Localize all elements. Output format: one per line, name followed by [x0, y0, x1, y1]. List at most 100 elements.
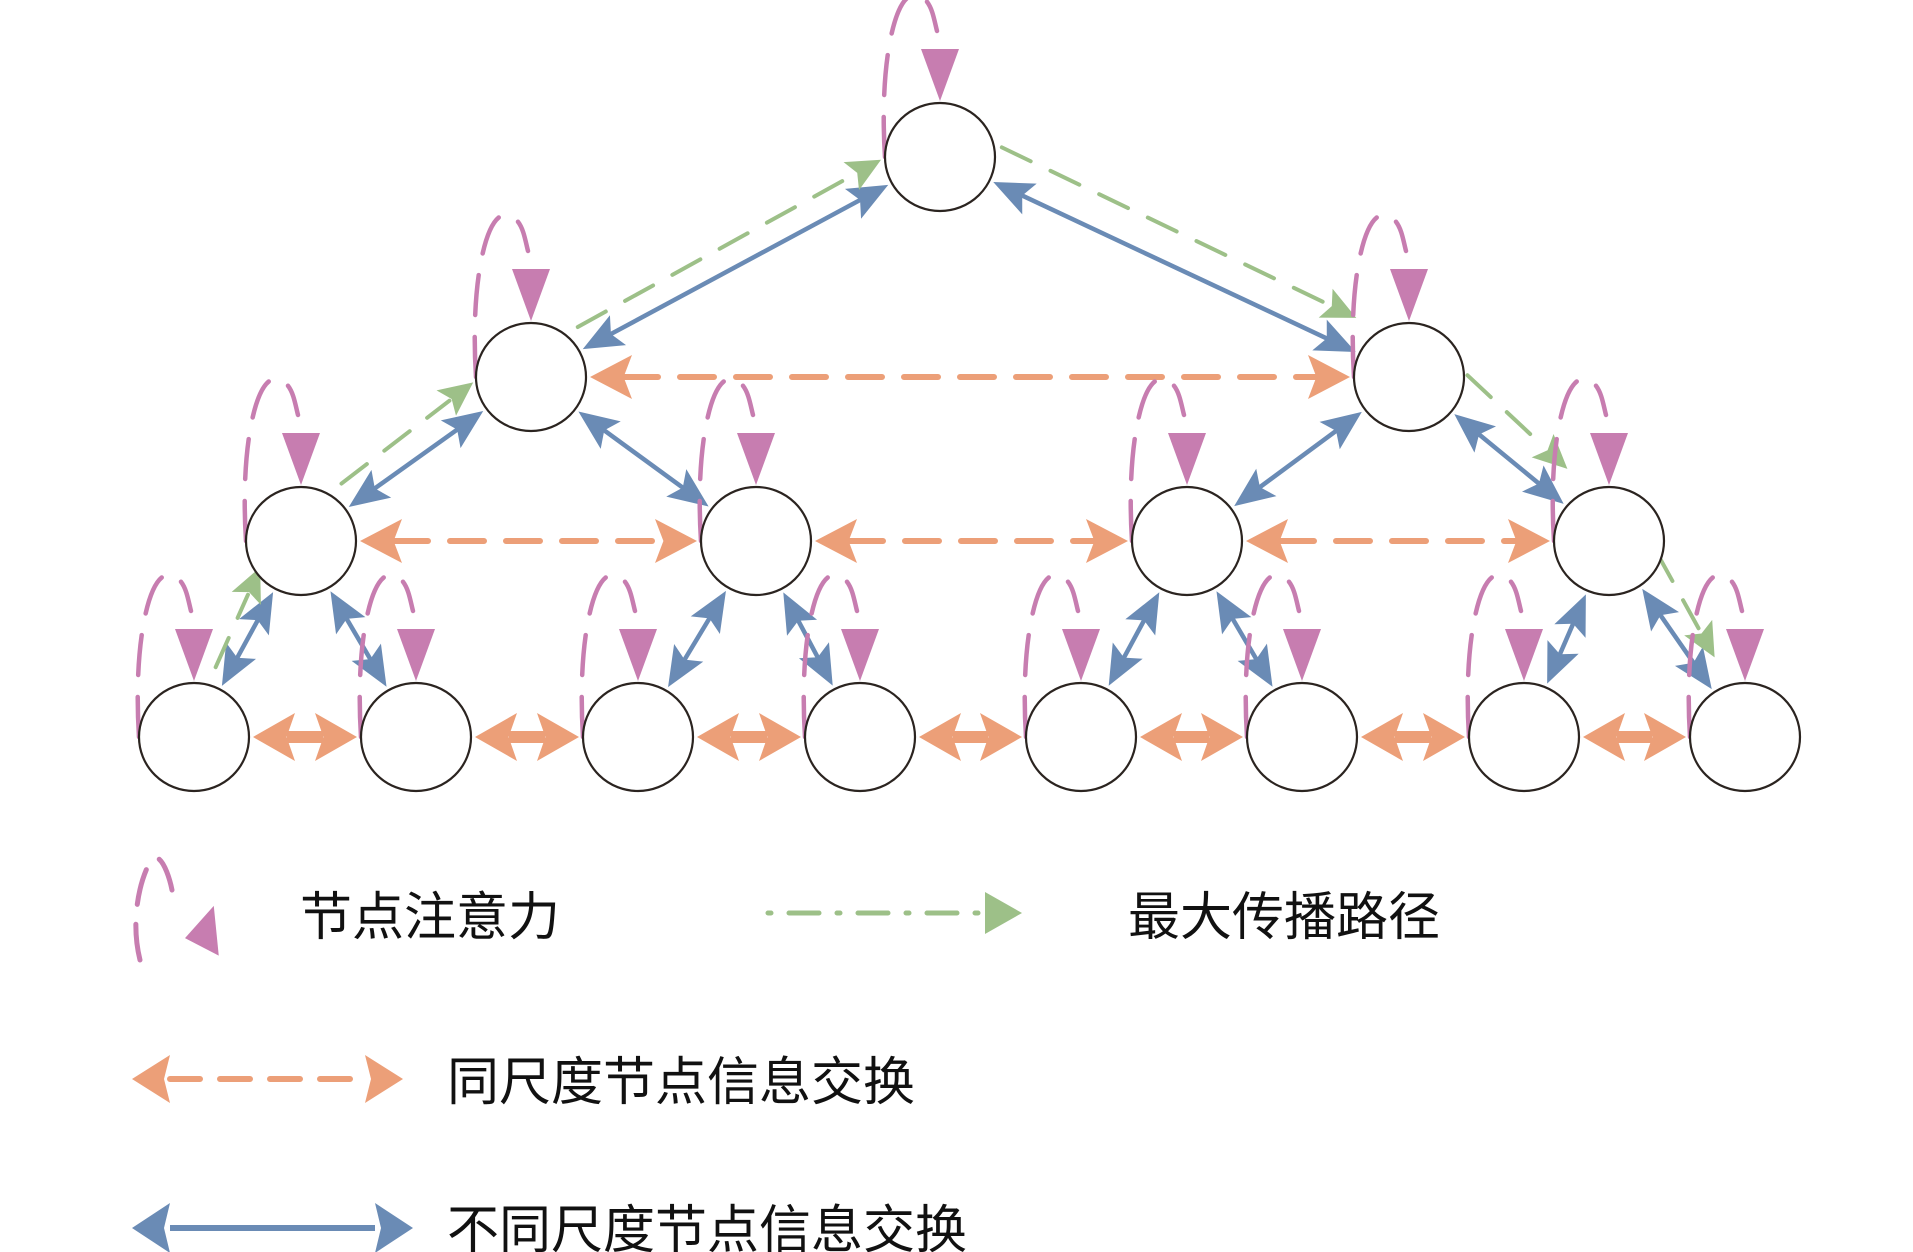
node-l3-6 — [1467, 681, 1581, 793]
attention-loop — [1350, 212, 1428, 380]
arrowhead — [1531, 433, 1568, 469]
arrowhead — [919, 713, 961, 761]
arrowhead — [1644, 713, 1686, 761]
arrowhead — [1361, 713, 1403, 761]
cross-scale-edge — [221, 592, 274, 686]
cross-scale-line — [1019, 192, 1330, 342]
cross-scale-edge — [1216, 591, 1273, 687]
attention-loop — [579, 572, 657, 740]
dashed-double-arrow-orange-icon — [132, 1055, 403, 1103]
cross-scale-edge — [1108, 592, 1160, 686]
max-path-edge — [1465, 373, 1568, 469]
cross-scale-edges — [221, 181, 1712, 690]
node-l1-1 — [1352, 321, 1466, 433]
attention-loop — [1128, 376, 1206, 544]
attention-loop — [1022, 572, 1100, 740]
arrowhead — [1454, 414, 1497, 453]
arrowhead — [1318, 288, 1357, 318]
same-scale-edge — [815, 519, 1128, 563]
attention-loop-curve — [579, 572, 638, 740]
same-scale-edge — [697, 713, 801, 761]
attention-loop-curve — [697, 376, 756, 544]
arrowhead — [582, 315, 627, 350]
attention-loop-curve — [1128, 376, 1187, 544]
arrowhead — [221, 642, 256, 686]
node-l3-2 — [581, 681, 695, 793]
attention-loop-curve — [357, 572, 416, 740]
attention-loop — [1243, 572, 1321, 740]
node-l2-3 — [1552, 485, 1666, 597]
max-path-line — [1465, 373, 1548, 451]
node-l3-5 — [1245, 681, 1359, 793]
arrowhead — [759, 713, 801, 761]
attention-loop-curve — [1243, 572, 1302, 740]
double-arrow-blue-icon — [132, 1203, 413, 1252]
cross-scale-line — [608, 197, 863, 337]
arrowhead — [253, 713, 295, 761]
attention-arrowhead — [737, 433, 775, 485]
arrowhead — [440, 411, 484, 449]
attention-arrowhead — [1726, 629, 1764, 681]
cross-scale-edge — [1454, 414, 1564, 504]
cross-scale-edge — [668, 590, 726, 688]
arrowhead — [231, 567, 261, 605]
same-scale-edge — [253, 713, 357, 761]
cross-scale-edge — [1234, 411, 1362, 507]
arrowhead — [1086, 519, 1128, 563]
attention-arrowhead — [1505, 629, 1543, 681]
arrowhead — [1308, 355, 1350, 399]
attention-arrowhead — [1390, 269, 1428, 321]
max-path-line — [1654, 550, 1703, 634]
cross-scale-line — [1476, 431, 1542, 487]
max-path-line — [339, 398, 452, 486]
node-l3-4 — [1024, 681, 1138, 793]
cross-scale-line — [1229, 615, 1260, 663]
arrowhead — [1423, 713, 1465, 761]
node-l2-1 — [699, 485, 813, 597]
attention-loop-curve — [1350, 212, 1409, 380]
cross-scale-line — [601, 427, 686, 491]
arrowhead — [1674, 646, 1712, 690]
arrowhead — [348, 469, 392, 507]
legend-label-cross-scale: 不同尺度节点信息交换 — [447, 1201, 967, 1252]
max-path-line — [213, 592, 250, 670]
attention-loop — [1465, 572, 1543, 740]
attention-loop — [242, 376, 320, 544]
attention-arrowhead — [282, 433, 320, 485]
arrowhead — [993, 181, 1037, 215]
max-path-edge — [575, 159, 882, 329]
arrowhead — [1234, 468, 1277, 507]
attention-loop-curve — [135, 572, 194, 740]
node-l3-0 — [137, 681, 251, 793]
arrowhead — [1125, 592, 1160, 636]
arrowhead — [655, 519, 697, 563]
arrowhead — [980, 713, 1022, 761]
arrowhead — [668, 644, 704, 688]
attention-loop — [1686, 572, 1764, 740]
cross-scale-edge — [1547, 594, 1586, 684]
max-path-edges — [213, 145, 1715, 670]
arrowhead — [798, 642, 833, 686]
attention-loop-curve — [1550, 376, 1609, 544]
arrowhead — [360, 519, 402, 563]
max-path-edge — [999, 145, 1357, 318]
max-path-line — [999, 145, 1332, 307]
cross-scale-edge — [578, 411, 709, 507]
arrowhead — [1108, 642, 1143, 686]
arrowhead — [1583, 713, 1625, 761]
attention-loop-curve — [801, 572, 860, 740]
cross-scale-edge — [348, 411, 484, 507]
cross-scale-line — [1557, 620, 1576, 658]
arrowhead — [1547, 640, 1579, 684]
arrowhead — [783, 592, 818, 636]
same-scale-edge — [590, 355, 1350, 399]
attention-loop-curve — [1686, 572, 1745, 740]
attention-arrowhead — [1590, 433, 1628, 485]
max-path-edge — [1654, 550, 1715, 658]
arrowhead — [1521, 465, 1564, 504]
cross-scale-edge — [993, 181, 1356, 353]
arrowhead — [1312, 319, 1356, 353]
legend-item-cross-scale: 不同尺度节点信息交换 — [132, 1201, 967, 1252]
same-scale-edge — [1583, 713, 1686, 761]
